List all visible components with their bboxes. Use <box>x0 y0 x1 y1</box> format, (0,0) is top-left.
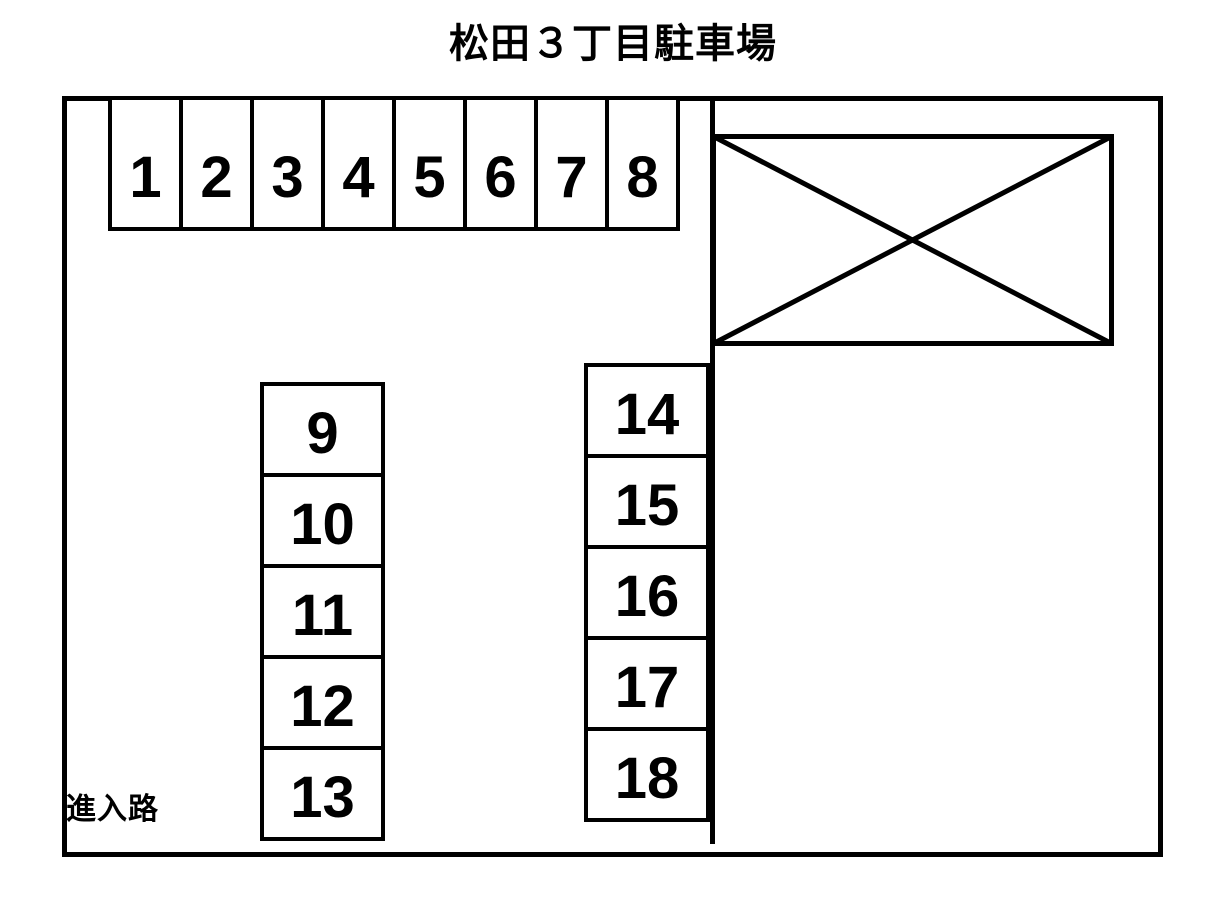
stall-number-label: 18 <box>614 745 680 811</box>
parking-stall-12[interactable]: 12 <box>260 655 385 750</box>
stall-number-label: 13 <box>290 764 355 830</box>
stall-column-middle: 14 15 16 17 18 <box>584 363 710 822</box>
parking-stall-17[interactable]: 17 <box>584 636 710 731</box>
stall-number-label: 3 <box>271 144 304 210</box>
excluded-area-block <box>711 134 1114 346</box>
stall-column-left: 9 10 11 12 13 <box>260 382 385 841</box>
stall-number-label: 8 <box>626 144 659 210</box>
stall-number-label: 6 <box>484 144 517 210</box>
lot-divider-line <box>710 96 715 844</box>
parking-stall-8[interactable]: 8 <box>605 96 680 231</box>
parking-stall-16[interactable]: 16 <box>584 545 710 640</box>
parking-stall-6[interactable]: 6 <box>463 96 538 231</box>
parking-stall-7[interactable]: 7 <box>534 96 609 231</box>
stall-row-top: 1 2 3 4 5 6 7 8 <box>108 96 680 231</box>
parking-stall-4[interactable]: 4 <box>321 96 396 231</box>
stall-number-label: 9 <box>306 400 339 466</box>
parking-stall-5[interactable]: 5 <box>392 96 467 231</box>
parking-stall-10[interactable]: 10 <box>260 473 385 568</box>
stall-number-label: 11 <box>291 582 354 648</box>
stall-number-label: 15 <box>614 472 680 538</box>
stall-number-label: 4 <box>342 144 375 210</box>
parking-stall-9[interactable]: 9 <box>260 382 385 477</box>
parking-stall-1[interactable]: 1 <box>108 96 183 231</box>
cross-out-icon <box>711 134 1114 346</box>
stall-number-label: 1 <box>129 144 162 210</box>
page-title: 松田３丁目駐車場 <box>449 22 777 66</box>
parking-stall-14[interactable]: 14 <box>584 363 710 458</box>
parking-stall-18[interactable]: 18 <box>584 727 710 822</box>
stall-number-label: 17 <box>614 654 680 720</box>
stall-number-label: 7 <box>555 144 588 210</box>
entrance-road-label: 進入路 <box>66 793 159 826</box>
stall-number-label: 16 <box>614 563 680 629</box>
parking-stall-13[interactable]: 13 <box>260 746 385 841</box>
stall-number-label: 12 <box>290 673 355 739</box>
stall-number-label: 5 <box>413 144 446 210</box>
parking-stall-3[interactable]: 3 <box>250 96 325 231</box>
stall-number-label: 2 <box>200 144 233 210</box>
stall-number-label: 10 <box>290 491 355 557</box>
parking-stall-2[interactable]: 2 <box>179 96 254 231</box>
parking-stall-15[interactable]: 15 <box>584 454 710 549</box>
stall-number-label: 14 <box>614 381 680 447</box>
parking-stall-11[interactable]: 11 <box>260 564 385 659</box>
